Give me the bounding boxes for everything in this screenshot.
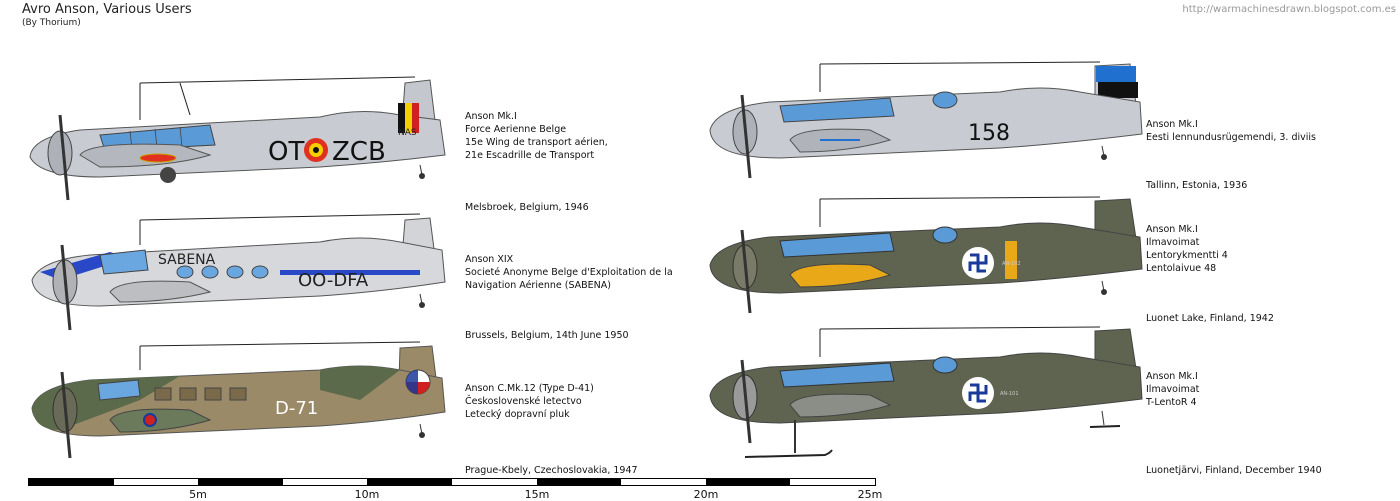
registration: D-71 bbox=[275, 398, 318, 419]
tail-code: NAS bbox=[398, 128, 417, 138]
plane-illustration-czechoslovakia: D-71 bbox=[31, 341, 446, 459]
source-url: http://warmachinesdrawn.blogspot.com.es bbox=[1182, 4, 1396, 15]
caption-czechoslovakia: Anson C.Mk.12 (Type D-41)Československé … bbox=[465, 383, 594, 420]
registration-suffix: ZCB bbox=[332, 137, 386, 167]
scale-label-5m: 5m bbox=[189, 488, 207, 501]
registration-prefix: OT bbox=[268, 137, 304, 167]
scale-label-20m: 20m bbox=[693, 488, 719, 501]
location-belgium: Melsbroek, Belgium, 1946 bbox=[465, 202, 589, 213]
page-title: Avro Anson, Various Users bbox=[22, 2, 192, 17]
serial: AN-102 bbox=[1002, 261, 1021, 267]
location-sabena: Brussels, Belgium, 14th June 1950 bbox=[465, 330, 629, 341]
location-finland-1940: Luonetjärvi, Finland, December 1940 bbox=[1146, 465, 1322, 476]
serial: AN-101 bbox=[1000, 391, 1019, 397]
plane-illustration-finland-1942: AN-102 bbox=[709, 196, 1143, 314]
scale-label-25m: 25m bbox=[857, 488, 883, 501]
location-estonia: Tallinn, Estonia, 1936 bbox=[1146, 180, 1248, 191]
plane-illustration-finland-1940: AN-101 bbox=[709, 326, 1143, 458]
registration: 158 bbox=[968, 121, 1010, 146]
scale-label-10m: 10m bbox=[354, 488, 380, 501]
plane-illustration-estonia: 158 bbox=[709, 61, 1143, 179]
plane-illustration-belgium: NAS OT ZCB bbox=[29, 76, 446, 201]
registration: OO-DFA bbox=[298, 270, 369, 291]
location-finland-1942: Luonet Lake, Finland, 1942 bbox=[1146, 313, 1274, 324]
plane-illustration-sabena: SABENA OO-DFA bbox=[31, 213, 446, 331]
scale-label-15m: 15m bbox=[524, 488, 550, 501]
location-czechoslovakia: Prague-Kbely, Czechoslovakia, 1947 bbox=[465, 465, 638, 476]
author-credit: (By Thorium) bbox=[22, 18, 81, 28]
fuselage-text: SABENA bbox=[158, 252, 216, 268]
scale-bar bbox=[28, 478, 876, 486]
